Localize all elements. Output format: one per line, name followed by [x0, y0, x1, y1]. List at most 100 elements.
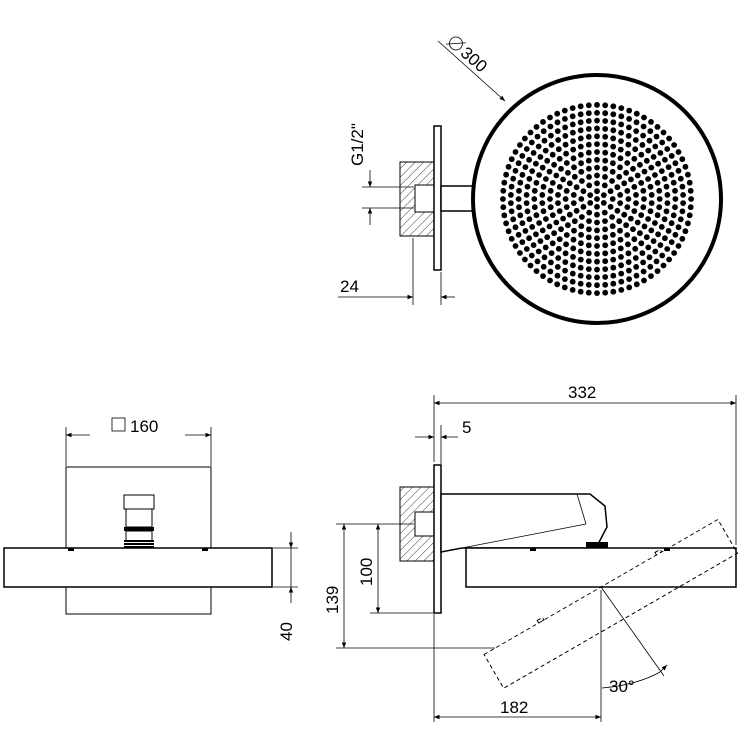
projection-label: 182: [500, 698, 528, 717]
nozzle-hole: [578, 240, 584, 247]
nozzle-hole: [555, 200, 561, 207]
nozzle-hole: [602, 165, 608, 172]
nozzle-hole: [563, 160, 570, 166]
nozzle-hole: [639, 250, 646, 256]
nozzle-hole: [594, 102, 600, 108]
nozzle-hole: [539, 192, 546, 198]
nozzle-hole: [594, 109, 600, 116]
nozzle-hole: [510, 175, 517, 182]
nozzle-hole: [640, 123, 647, 130]
nozzle-hole: [580, 203, 587, 210]
nozzle-hole: [578, 160, 584, 167]
nozzle-hole: [653, 133, 660, 140]
nozzle-hole: [544, 234, 551, 241]
nozzle-hole: [508, 208, 515, 215]
nozzle-hole: [554, 128, 561, 135]
nozzle-hole: [625, 196, 632, 202]
nozzle-hole: [500, 187, 507, 194]
nozzle-hole: [555, 146, 562, 153]
nozzle-hole: [654, 179, 661, 186]
nozzle-hole: [625, 250, 632, 257]
nozzle-hole: [626, 284, 633, 291]
side-view: 160 40: [3, 417, 298, 641]
nozzle-hole: [679, 183, 686, 190]
nozzle-hole: [542, 147, 549, 154]
nozzle-hole: [602, 102, 609, 109]
nozzle-hole: [546, 223, 553, 230]
nozzle-hole: [549, 212, 556, 219]
nozzle-hole: [647, 128, 654, 135]
nozzle-hole: [618, 262, 624, 269]
nozzle-hole: [653, 258, 660, 265]
nozzle-hole: [508, 183, 515, 190]
nozzle-hole: [585, 141, 592, 148]
nozzle-hole: [526, 235, 532, 242]
nozzle-hole: [680, 192, 686, 198]
nozzle-hole: [515, 231, 522, 238]
nozzle-hole: [632, 146, 639, 153]
nozzle-hole: [562, 259, 569, 265]
nozzle-hole: [594, 227, 600, 234]
nozzle-hole: [643, 157, 650, 164]
nozzle-hole: [616, 173, 623, 180]
nozzle-hole: [664, 192, 671, 198]
nozzle-hole: [505, 163, 512, 170]
nozzle-hole: [645, 147, 652, 154]
nozzle-hole: [657, 242, 664, 249]
nozzle-hole: [540, 119, 546, 125]
nozzle-hole: [537, 154, 544, 160]
nozzle-hole: [647, 183, 654, 190]
nozzle-hole: [631, 155, 638, 162]
nozzle-hole: [570, 138, 576, 145]
nozzle-hole: [533, 268, 540, 274]
nozzle-hole: [602, 125, 609, 132]
nozzle-hole: [577, 143, 584, 150]
nozzle-hole: [623, 222, 629, 229]
total-length-label: 332: [568, 383, 596, 402]
nozzle-hole: [526, 156, 532, 163]
nozzle-hole: [626, 276, 632, 282]
nozzle-hole: [610, 231, 616, 238]
nozzle-hole: [639, 142, 646, 148]
nozzle-hole: [675, 167, 682, 174]
nozzle-hole: [554, 110, 561, 117]
nozzle-hole: [594, 133, 600, 140]
nozzle-hole: [523, 146, 530, 152]
nozzle-hole: [531, 196, 538, 202]
nozzle-hole: [585, 281, 592, 288]
nozzle-hole: [585, 289, 592, 296]
nozzle-hole: [634, 219, 641, 226]
nozzle-hole: [640, 268, 647, 275]
nozzle-hole: [633, 200, 639, 207]
nozzle-hole: [633, 272, 640, 279]
nozzle-hole: [659, 139, 666, 146]
nozzle-hole: [503, 171, 509, 178]
nozzle-hole: [508, 192, 514, 198]
angle-label: 30°: [609, 677, 635, 696]
nozzle-hole: [601, 182, 608, 189]
nozzle-hole: [660, 262, 667, 269]
nozzle-hole: [682, 228, 689, 235]
nozzle-hole: [569, 105, 576, 111]
nozzle-hole: [656, 204, 663, 211]
nozzle-hole: [578, 196, 585, 202]
square-size-label: 160: [130, 417, 158, 436]
nozzle-hole: [577, 264, 584, 271]
nozzle-hole: [527, 129, 534, 136]
nozzle-hole: [512, 243, 519, 249]
nozzle-hole: [561, 107, 568, 114]
nozzle-hole: [578, 151, 584, 158]
nozzle-hole: [621, 180, 628, 187]
nozzle-hole: [618, 105, 625, 111]
nozzle-hole: [668, 171, 675, 178]
nozzle-hole: [579, 214, 585, 220]
nozzle-hole: [682, 163, 689, 170]
diameter-label: 300: [457, 43, 491, 76]
section-view: 332 5 100 139 182 30°: [323, 383, 739, 722]
nozzle-hole: [539, 227, 546, 234]
nozzle-hole: [562, 267, 568, 274]
nozzle-hole: [638, 240, 645, 247]
nozzle-hole: [602, 174, 608, 180]
nozzle-hole: [554, 272, 561, 279]
